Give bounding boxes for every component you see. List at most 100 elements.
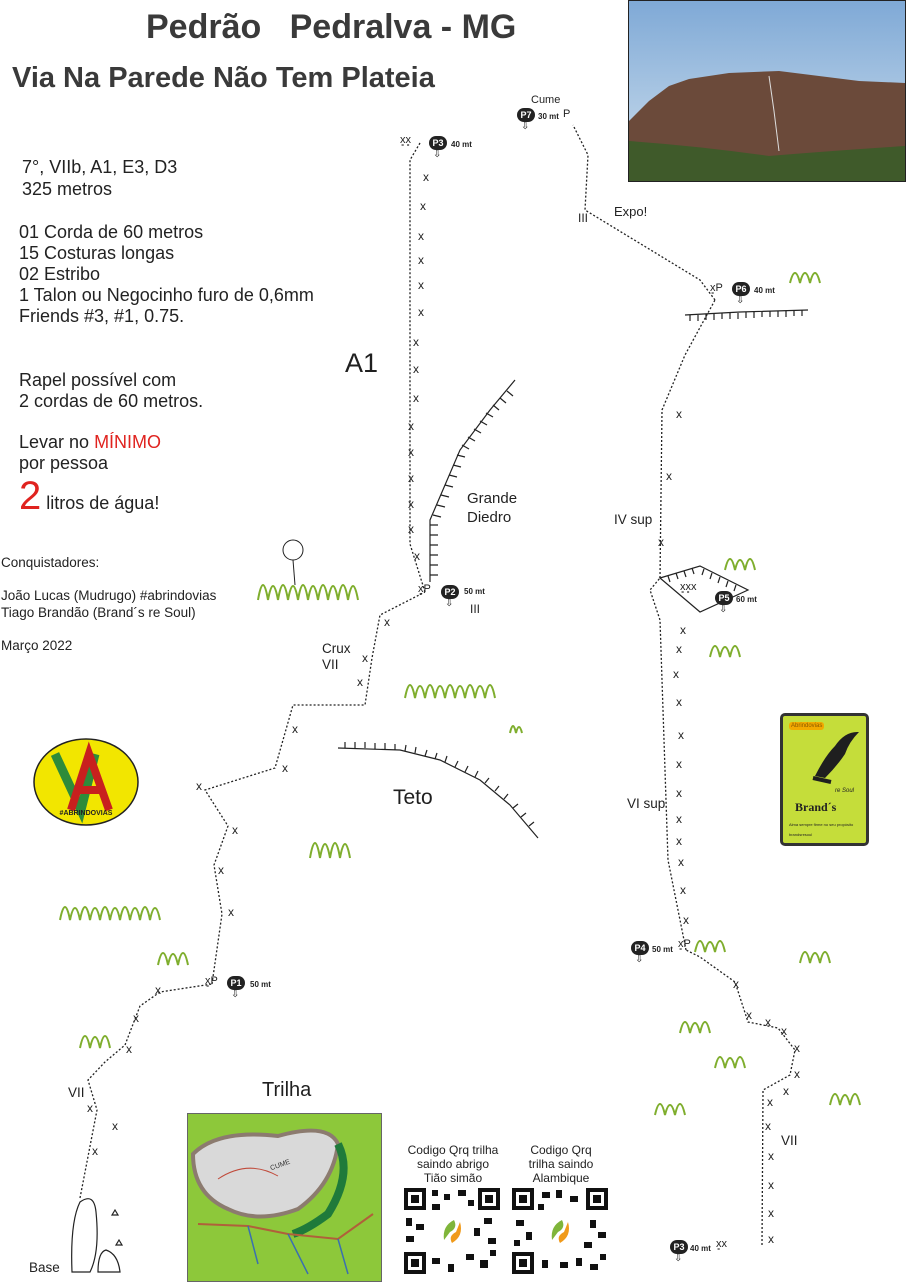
anchor-marker: x̥P: [418, 583, 431, 595]
bolt-marker: x: [658, 535, 664, 549]
bolt-marker: x: [112, 1119, 118, 1133]
water-amount: 2 litros de água!: [19, 476, 159, 516]
bolt-marker: x: [768, 1232, 774, 1246]
bolt-marker: x: [676, 695, 682, 709]
label-grande-diedro: Grande Diedro: [467, 489, 517, 527]
bolt-marker: x: [218, 863, 224, 877]
brands-tag: Abrindovias: [789, 722, 825, 730]
abrindovias-logo: #ABRINDOVIAS: [33, 738, 139, 826]
water-big-number: 2: [19, 474, 42, 518]
bolt-marker: x: [228, 905, 234, 919]
bolt-marker: x: [680, 883, 686, 897]
trail-map-image: [190, 1128, 374, 1275]
belay-label: P2: [441, 585, 459, 599]
label-a1: A1: [345, 348, 379, 378]
qr-code-trail-1[interactable]: [404, 1188, 500, 1274]
bolt-marker: x: [680, 623, 686, 637]
bolt-marker: x: [794, 1067, 800, 1081]
qr-caption-line: Codigo Qrq: [530, 1143, 592, 1157]
bolt-marker: x: [196, 779, 202, 793]
qr-caption-line: trilha saindo: [528, 1157, 594, 1171]
belay-p7: P7⇩: [517, 108, 537, 132]
bolt-marker: x: [768, 1149, 774, 1163]
belay-label: P1: [227, 976, 245, 990]
gear-item: 02 Estribo: [19, 264, 101, 284]
label-vi-sup: VI sup: [627, 796, 666, 811]
water-note: Levar no MÍNIMO por pessoa: [19, 432, 161, 474]
qr-code-icon: [404, 1188, 500, 1274]
anchor-marker: x̥P: [205, 975, 218, 987]
belay-label: P6: [732, 282, 750, 296]
bolt-markers: x x x x x x x x x x x x x x x x x x x x …: [87, 170, 800, 1246]
brands-handle: brandsresoul: [789, 832, 813, 837]
bolt-marker: x: [92, 1144, 98, 1158]
brands-motto: Alma sempre firme no seu propósito: [789, 822, 854, 827]
anchor-marker: x̥x: [716, 1238, 727, 1250]
winged-shoe-icon: [812, 731, 859, 784]
bolt-marker: x: [765, 1119, 771, 1133]
anchor-marker: x̥x̥x: [680, 581, 697, 593]
label-base: Base: [29, 1260, 60, 1275]
bolt-marker: x: [673, 667, 679, 681]
belay-length: 40 mt: [451, 140, 472, 149]
qr-caption-line: saindo abrigo: [416, 1157, 490, 1171]
teto-feature: [337, 742, 539, 839]
belay-label: P7: [517, 108, 535, 122]
bolt-marker: x: [232, 823, 238, 837]
label-iv-sup: IV sup: [614, 512, 653, 527]
bolt-marker: x: [683, 913, 689, 927]
bolt-marker: x: [282, 761, 288, 775]
label-line: Crux: [322, 641, 351, 656]
route-line: [79, 124, 796, 1246]
bolt-marker: x: [676, 834, 682, 848]
qr-caption-line: Codigo Qrq trilha: [407, 1143, 499, 1157]
label-grade-iii-p2: III: [470, 602, 481, 616]
abrindovias-text: #ABRINDOVIAS: [59, 810, 113, 817]
belay-length: 40 mt: [754, 286, 775, 295]
rappel-line: Rapel possível com: [19, 370, 177, 390]
bolt-marker: x: [155, 983, 161, 997]
bolt-marker: x: [418, 305, 424, 319]
qr-code-icon: [512, 1188, 608, 1274]
bolt-marker: x: [292, 722, 298, 736]
route-length: 325 metros: [22, 179, 113, 199]
anchor-marker: x̥P: [710, 282, 723, 294]
belay-label: P3: [429, 136, 447, 150]
rappel-note: Rapel possível com 2 cordas de 60 metros…: [19, 370, 203, 412]
bolt-marker: x: [676, 642, 682, 656]
bolt-marker: x: [414, 549, 420, 563]
brands-logo: Abrindovias re Soul Brand´s Alma sempre …: [780, 713, 869, 846]
bolt-marker: x: [362, 651, 368, 665]
bolt-marker: x: [133, 1011, 139, 1025]
belay-length: 50 mt: [652, 945, 673, 954]
qr-code-trail-2[interactable]: [512, 1188, 608, 1274]
qr-caption-line: Alambique: [532, 1171, 590, 1185]
bolt-marker: x: [765, 1015, 771, 1029]
route-name: Via Na Parede Não Tem Plateia: [12, 62, 435, 94]
diedro-feature: [429, 379, 516, 582]
bolt-marker: x: [768, 1178, 774, 1192]
wall-photo-image: [629, 1, 905, 181]
bolt-marker: x: [408, 497, 414, 511]
label-expo: Expo!: [614, 204, 648, 219]
gear-item: 1 Talon ou Negocinho furo de 0,6mm: [19, 285, 314, 305]
brands-name: Brand´s: [795, 800, 837, 814]
brands-small-text: re Soul: [835, 788, 855, 794]
bolt-marker: x: [733, 977, 739, 991]
gear-item: 01 Corda de 60 metros: [19, 222, 204, 242]
water-line2: por pessoa: [19, 453, 109, 473]
belay-length: 30 mt: [538, 112, 559, 121]
bolt-marker: x: [423, 170, 429, 184]
bolt-marker: x: [418, 253, 424, 267]
bolt-marker: x: [87, 1101, 93, 1115]
gear-item: Friends #3, #1, 0.75.: [19, 306, 185, 326]
route-grade: 7°, VIIb, A1, E3, D3: [22, 157, 178, 177]
bolt-marker: x: [666, 469, 672, 483]
label-line: Grande: [467, 490, 518, 507]
qr2-caption: Codigo Qrq trilha saindo Alambique: [510, 1143, 612, 1185]
belay-p6: P6⇩: [732, 282, 752, 306]
bolt-marker: x: [126, 1042, 132, 1056]
trail-map: CUME: [187, 1113, 382, 1282]
bolt-marker: x: [418, 229, 424, 243]
